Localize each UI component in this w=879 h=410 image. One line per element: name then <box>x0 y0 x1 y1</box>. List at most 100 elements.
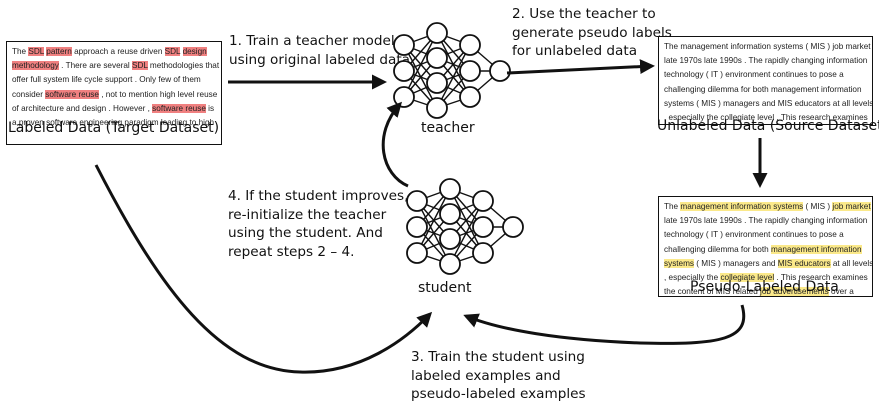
text-line: , especially the collegiate level . This… <box>664 271 868 285</box>
text-line: methodology . There are several SDL meth… <box>12 59 220 73</box>
pseudo-highlighted-entity: management information systems <box>680 202 804 211</box>
text-segment: consider <box>12 89 46 99</box>
pseudo-labeled-data-box: The management information systems ( MIS… <box>658 196 873 297</box>
pseudo-highlighted-entity: systems <box>664 258 695 268</box>
arrow-step-4 <box>381 101 409 188</box>
text-segment: , especially the <box>664 273 721 283</box>
text-line: offer full system life cycle support . O… <box>12 73 216 87</box>
step-4-line: repeat steps 2 – 4. <box>228 243 355 260</box>
network-node <box>439 253 461 275</box>
network-node <box>439 178 461 200</box>
network-edge <box>449 200 484 265</box>
pseudo-labeled-data-caption: Pseudo-Labeled Data <box>690 279 839 295</box>
pseudo-highlighted-entity: management information <box>770 244 862 254</box>
text-segment: over a <box>828 287 854 297</box>
pseudo-highlighted-entity: job market <box>832 202 871 211</box>
text-segment: a proven software engineering paradigm l… <box>12 118 215 128</box>
network-node <box>439 203 461 225</box>
network-node <box>426 22 448 44</box>
network-edge <box>436 44 471 109</box>
network-node <box>406 216 428 238</box>
text-line: The management information systems ( MIS… <box>664 40 871 54</box>
network-node <box>502 216 524 238</box>
student-label: student <box>418 280 472 296</box>
text-line: of architecture and design . However , s… <box>12 102 216 116</box>
text-segment: challenging dilemma for both <box>664 244 771 254</box>
text-segment: offer full system life cycle support . O… <box>12 75 201 85</box>
highlighted-entity: software reuse <box>152 103 206 113</box>
network-node <box>406 242 428 264</box>
step-4-line: 4. If the student improves, <box>228 188 409 204</box>
text-line: , especially the collegiate level . This… <box>664 111 868 124</box>
text-line: The SDL pattern approach a reuse driven … <box>12 45 216 59</box>
text-line: technology ( IT ) environment continues … <box>664 68 867 82</box>
network-node <box>459 60 481 82</box>
text-segment: is <box>205 103 215 113</box>
network-node <box>426 97 448 119</box>
text-line: systems ( MIS ) managers and MIS educato… <box>664 97 872 111</box>
text-segment: . There are several <box>58 61 133 71</box>
text-line: late 1970s late 1990s . The rapidly chan… <box>664 214 867 228</box>
step-2-line: generate pseudo labels <box>512 24 672 41</box>
step-1-line: using original labeled data <box>229 51 410 68</box>
step-3-text: 3. Train the student using labeled examp… <box>411 348 586 404</box>
text-line: the content of MIS related job advertise… <box>664 285 867 297</box>
network-node <box>459 86 481 108</box>
network-node <box>406 190 428 212</box>
text-segment: of architecture and design . However , <box>12 103 153 113</box>
text-segment: methodologies that <box>147 61 220 71</box>
step-4-line: re-initialize the teacher <box>228 206 387 223</box>
step-3-line: pseudo-labeled examples <box>411 386 586 402</box>
pseudo-highlighted-entity: collegiate level <box>720 273 775 283</box>
text-line: systems ( MIS ) managers and MIS educato… <box>664 257 872 271</box>
step-1-line: 1. Train a teacher model <box>229 33 395 49</box>
pseudo-highlighted-entity: MIS educators <box>777 258 831 268</box>
network-node <box>472 190 494 212</box>
network-node <box>472 242 494 264</box>
text-segment: The <box>12 47 29 56</box>
highlighted-entity: pattern <box>46 47 72 56</box>
text-line: challenging dilemma for both management … <box>664 83 867 97</box>
highlighted-entity: SDL <box>132 61 148 71</box>
text-line: a proven software engineering paradigm l… <box>12 116 216 130</box>
labeled-data-box: The SDL pattern approach a reuse driven … <box>6 41 222 145</box>
text-segment: systems ( MIS ) managers and MIS educato… <box>664 98 873 108</box>
step-4-line: using the student. And <box>228 225 383 241</box>
network-node <box>426 72 448 94</box>
text-segment: The management information systems ( MIS… <box>664 42 871 51</box>
unlabeled-data-box: The management information systems ( MIS… <box>658 36 873 125</box>
network-edge <box>416 188 451 254</box>
step-4-text: 4. If the student improves, re-initializ… <box>228 187 408 261</box>
highlighted-entity: software reuse <box>45 89 99 99</box>
network-node <box>393 34 415 56</box>
step-3-line: labeled examples and <box>411 367 561 384</box>
highlighted-entity: design <box>182 47 207 56</box>
arrow-labeled-to-student <box>94 164 433 374</box>
network-node <box>426 47 448 69</box>
pseudo-highlighted-entity: job advertisements <box>760 287 829 297</box>
text-segment: technology ( IT ) environment continues … <box>664 230 844 240</box>
unlabeled-data-caption: Unlabeled Data (Source Dataset) <box>657 118 879 134</box>
arrow-pseudo-to-student <box>463 304 746 345</box>
text-line: technology ( IT ) environment continues … <box>664 228 867 242</box>
text-segment: late 1970s late 1990s . The rapidly chan… <box>664 56 868 66</box>
network-node <box>472 216 494 238</box>
teacher-label: teacher <box>421 120 475 136</box>
text-segment: the content of MIS related <box>664 287 761 297</box>
text-segment: late 1970s late 1990s . The rapidly chan… <box>664 216 868 226</box>
text-line: late 1970s late 1990s . The rapidly chan… <box>664 54 867 68</box>
labeled-data-caption: Labeled Data (Target Dataset) <box>8 120 220 136</box>
step-2-line: 2. Use the teacher to <box>512 6 656 22</box>
network-node <box>459 34 481 56</box>
highlighted-entity: methodology <box>12 61 59 71</box>
step-1-text: 1. Train a teacher model using original … <box>229 32 410 69</box>
highlighted-entity: SDL <box>164 47 181 56</box>
text-segment: The <box>664 202 681 211</box>
text-segment: ( MIS ) <box>803 202 833 211</box>
network-node <box>393 60 415 82</box>
text-line: challenging dilemma for both management … <box>664 243 867 257</box>
text-line: The management information systems ( MIS… <box>664 200 871 214</box>
text-segment: at all levels <box>830 258 873 268</box>
text-segment: approach a reuse driven <box>71 47 165 56</box>
